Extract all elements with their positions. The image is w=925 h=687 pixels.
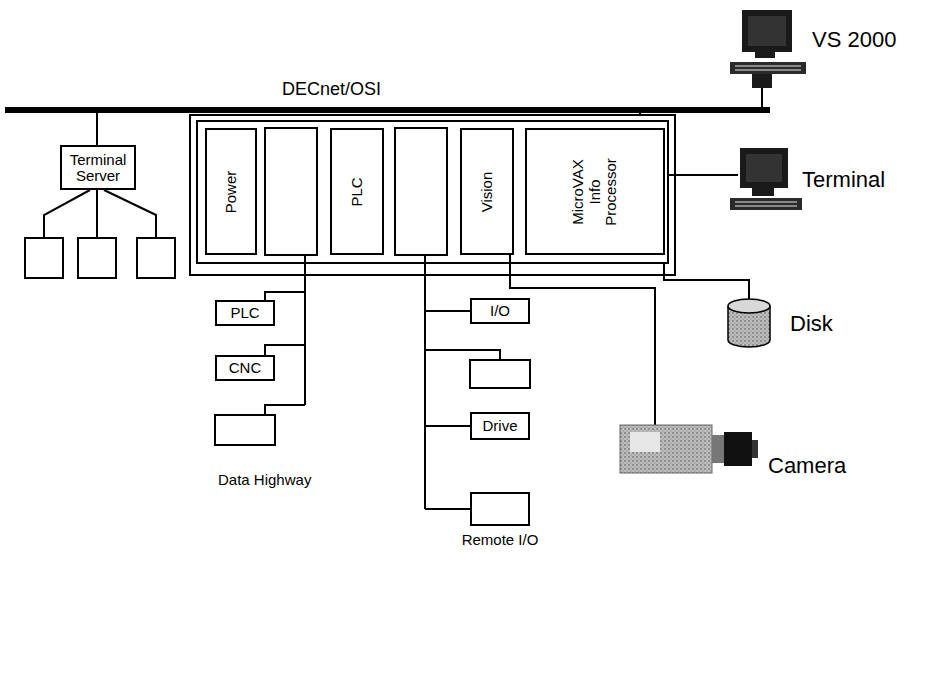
node-text: Terminal Server — [62, 151, 134, 184]
node-text: Vision — [479, 134, 496, 249]
node-text: PLC — [349, 134, 366, 249]
cnc-box: CNC — [215, 355, 275, 381]
node-text: I/O — [472, 303, 528, 320]
plc-slot: PLC — [330, 128, 384, 255]
plc-box: PLC — [215, 300, 275, 326]
terminal-server-box: Terminal Server — [60, 145, 136, 190]
terminal-label: Terminal — [802, 168, 885, 192]
node-text: MicroVAX Info Processor — [570, 148, 620, 236]
remote-io-box: Remote I/O — [470, 492, 530, 526]
io-box: I/O — [470, 298, 530, 324]
node-text: Power — [223, 134, 240, 249]
workstation-label: VS 2000 — [812, 28, 896, 52]
drive-box: Drive — [470, 412, 530, 440]
node-text: CNC — [217, 360, 273, 377]
network-name: DECnet/OSI — [282, 80, 381, 100]
camera-label: Camera — [768, 454, 846, 478]
processor-slot: MicroVAX Info Processor — [525, 128, 665, 255]
node-text: Remote I/O — [455, 532, 545, 549]
node-text: Drive — [472, 418, 528, 435]
power-slot: Power — [205, 128, 257, 255]
node-text: PLC — [217, 305, 273, 322]
highway-label: Data Highway — [218, 472, 311, 489]
disk-label: Disk — [790, 312, 833, 336]
vision-slot: Vision — [460, 128, 514, 255]
